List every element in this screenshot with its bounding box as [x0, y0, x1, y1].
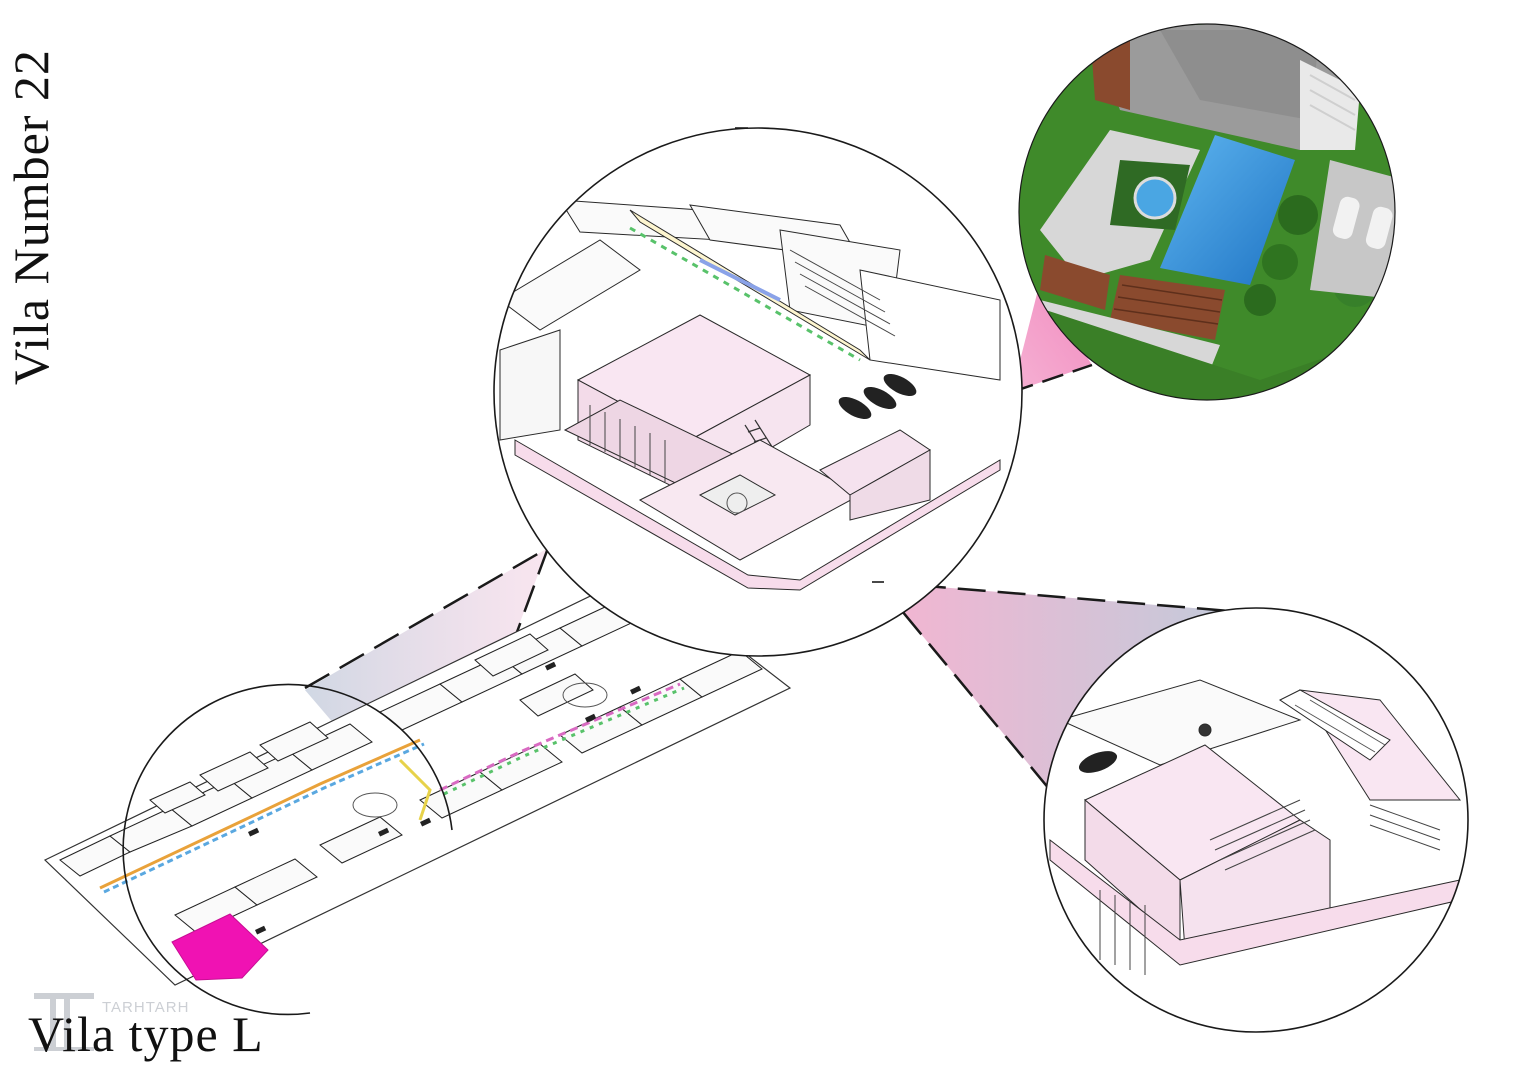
site-plan-cars	[248, 661, 642, 935]
site-plan-roundabout-2	[562, 682, 608, 708]
site-plan-buildings	[59, 599, 763, 934]
villa-number-title: Vila Number 22	[3, 49, 59, 385]
villa-render-photo-circle	[1018, 23, 1396, 401]
callout-dashed-line-right-top	[877, 580, 1243, 614]
site-plan-roundabout-1	[352, 792, 398, 818]
site-plan-roads	[99, 682, 685, 894]
site-magnifier-circle	[122, 683, 453, 1016]
villa-type-title: Vila type L	[28, 1006, 264, 1062]
site-plan-isometric	[43, 571, 792, 986]
callout-wedge-photo	[1012, 282, 1092, 392]
watermark: TARHTARH	[30, 985, 260, 1055]
callout-dashed-line-right-bottom	[877, 581, 1051, 791]
villa-right-car	[1078, 751, 1118, 773]
callout-dashed-line-photo	[1011, 363, 1093, 394]
callout-dashed-line-left-outer	[304, 546, 549, 690]
watermark-logo-icon	[34, 993, 94, 1051]
villa-pool	[1160, 135, 1295, 285]
watermark-text: TARHTARH	[102, 999, 190, 1016]
villa-detail-circle-right	[1043, 607, 1469, 1033]
villa-detail-circle-top	[493, 127, 1023, 657]
villa-parked-cars	[838, 373, 917, 420]
callout-wedge-right	[878, 582, 1242, 790]
highlighted-villa-lot	[171, 913, 269, 981]
